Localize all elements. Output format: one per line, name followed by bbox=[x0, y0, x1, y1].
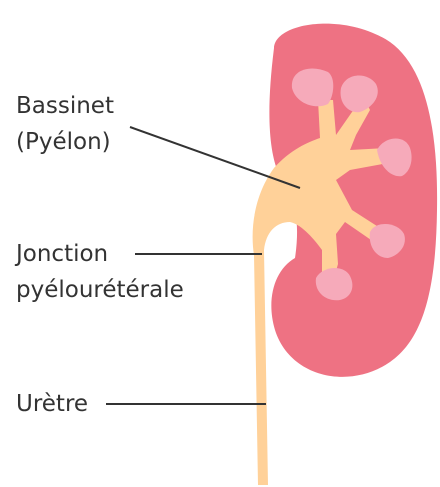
label-bassinet-line2: (Pyélon) bbox=[16, 124, 114, 160]
label-jonction-line2: pyélourétérale bbox=[16, 272, 184, 308]
label-bassinet: Bassinet (Pyélon) bbox=[16, 88, 114, 160]
label-jonction-line1: Jonction bbox=[16, 236, 184, 272]
label-uretre-text: Urètre bbox=[16, 386, 88, 422]
label-bassinet-line1: Bassinet bbox=[16, 88, 114, 124]
label-jonction: Jonction pyélourétérale bbox=[16, 236, 184, 308]
label-uretre: Urètre bbox=[16, 386, 88, 422]
